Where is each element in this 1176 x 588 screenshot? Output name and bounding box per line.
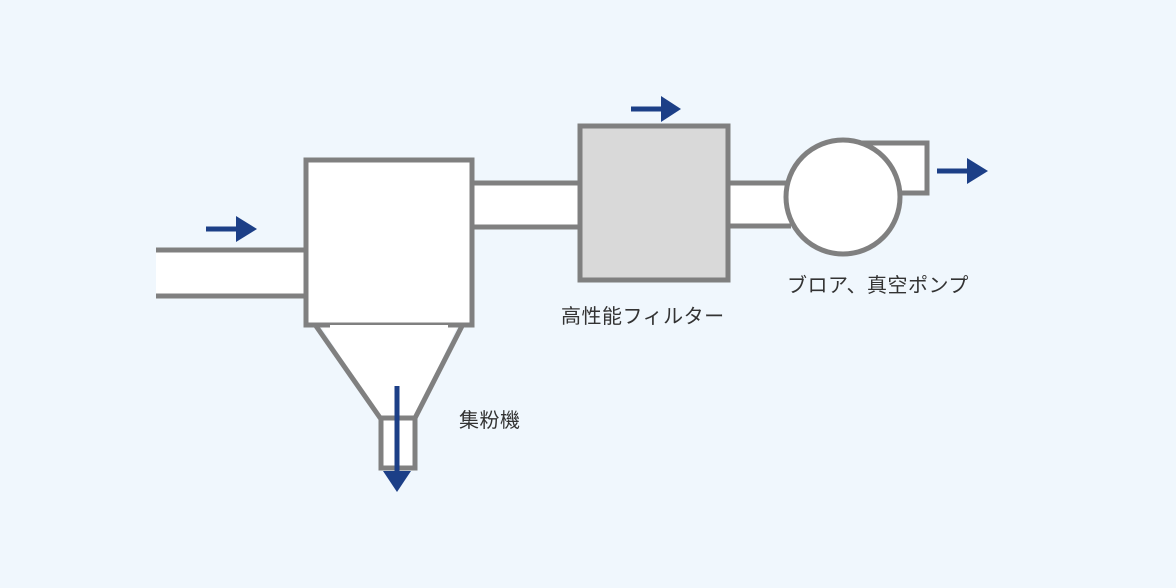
arrow-down-icon xyxy=(383,386,411,492)
dust-collector-label: 集粉機 xyxy=(459,408,521,432)
arrow-right-icon xyxy=(206,216,257,242)
connecting-pipe-blower xyxy=(727,180,791,229)
inlet-pipe xyxy=(156,247,306,299)
arrow-right-icon xyxy=(631,96,681,122)
connecting-pipe-filter xyxy=(472,180,582,230)
filter-label: 高性能フィルター xyxy=(561,304,725,328)
arrow-right-icon xyxy=(937,158,988,184)
filter-unit xyxy=(577,123,731,283)
dust-collector xyxy=(303,157,475,471)
blower-pump xyxy=(783,137,930,257)
blower-label: ブロア、真空ポンプ xyxy=(787,273,969,297)
